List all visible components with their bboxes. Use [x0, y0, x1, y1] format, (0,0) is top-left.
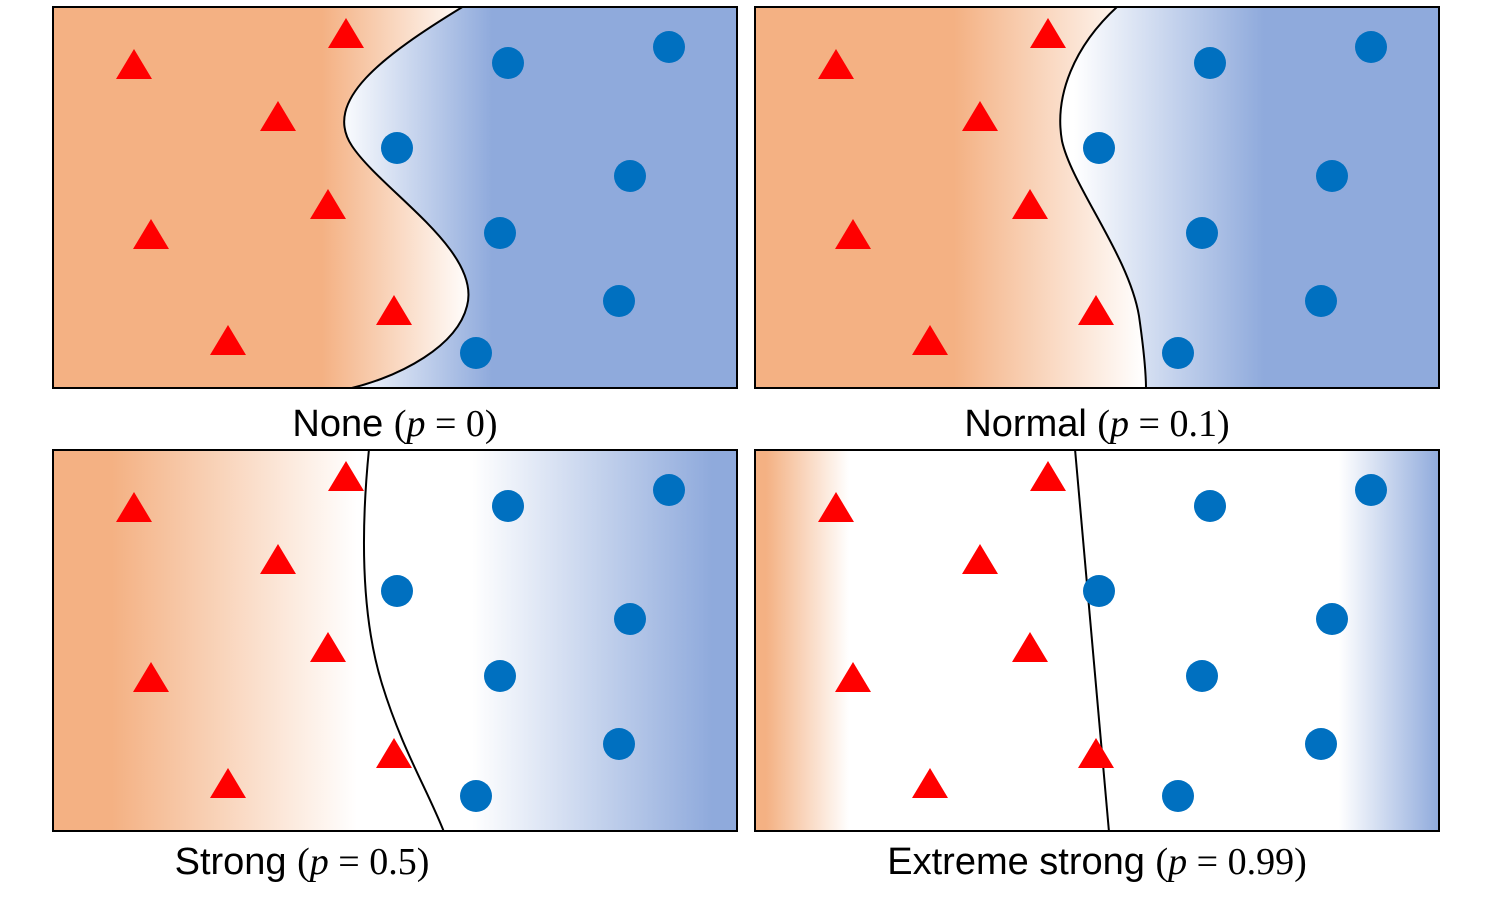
blue-circle-icon	[1355, 474, 1387, 506]
red-triangle-icon	[116, 492, 152, 522]
red-triangle-icon	[210, 768, 246, 798]
region-b	[1060, 6, 1440, 389]
blue-circle-icon	[614, 603, 646, 635]
red-triangle-icon	[1078, 738, 1114, 768]
blue-circle-icon	[1316, 160, 1348, 192]
caption-strong: Strong (p = 0.5)	[174, 841, 430, 883]
red-triangle-icon	[912, 768, 948, 798]
red-triangle-icon	[962, 101, 998, 131]
panel-border	[754, 449, 1440, 832]
p-symbol: p	[406, 403, 426, 445]
red-triangle-icon	[835, 219, 871, 249]
red-triangle-icon	[210, 325, 246, 355]
panel-strong	[52, 449, 738, 832]
blue-circle-icon	[653, 474, 685, 506]
eq-symbol: =	[338, 841, 360, 883]
caption-label: Normal	[964, 403, 1087, 445]
blue-circle-icon	[460, 780, 492, 812]
panel-strong-plot	[52, 449, 738, 832]
blue-circle-icon	[381, 575, 413, 607]
blue-circle-icon	[1316, 603, 1348, 635]
p-value: 0.1	[1169, 403, 1217, 445]
blue-circle-icon	[1162, 337, 1194, 369]
blue-circle-icon	[614, 160, 646, 192]
caption-label: None	[292, 403, 384, 445]
eq-symbol: =	[434, 403, 457, 445]
blue-circle-icon	[484, 660, 516, 692]
red-triangle-icon	[328, 18, 364, 48]
p-value: 0.5	[369, 841, 417, 883]
decision-boundary	[1059, 6, 1147, 389]
red-triangle-icon	[1030, 18, 1066, 48]
red-triangle-icon	[116, 49, 152, 79]
red-triangle-icon	[1030, 461, 1066, 491]
p-value: 0.99	[1227, 841, 1295, 883]
blue-circle-icon	[492, 47, 524, 79]
blue-circle-icon	[1194, 490, 1226, 522]
caption-label: Extreme strong	[887, 841, 1145, 883]
blue-circle-icon	[484, 217, 516, 249]
blue-circle-icon	[653, 31, 685, 63]
red-triangle-icon	[912, 325, 948, 355]
region-b	[1075, 449, 1440, 832]
red-triangle-icon	[1012, 632, 1048, 662]
decision-boundary	[362, 449, 445, 832]
panel-normal-plot	[754, 6, 1440, 389]
blue-circle-icon	[603, 285, 635, 317]
caption-normal: Normal (p = 0.1)	[964, 403, 1230, 445]
panel-border	[52, 6, 738, 389]
red-triangle-icon	[310, 189, 346, 219]
caption-label: Strong	[174, 841, 287, 883]
red-triangle-icon	[260, 101, 296, 131]
decision-boundary	[343, 6, 470, 389]
red-triangle-icon	[818, 49, 854, 79]
red-triangle-icon	[962, 544, 998, 574]
red-triangle-icon	[376, 295, 412, 325]
eq-symbol: =	[1138, 403, 1160, 445]
caption-none: None (p = 0)	[292, 403, 498, 445]
blue-circle-icon	[1186, 660, 1218, 692]
red-triangle-icon	[835, 662, 871, 692]
blue-circle-icon	[1305, 285, 1337, 317]
red-triangle-icon	[818, 492, 854, 522]
red-triangle-icon	[1012, 189, 1048, 219]
red-triangle-icon	[260, 544, 296, 574]
blue-circle-icon	[1186, 217, 1218, 249]
blue-circle-icon	[460, 337, 492, 369]
panel-border	[52, 449, 738, 832]
blue-circle-icon	[1305, 728, 1337, 760]
blue-circle-icon	[1162, 780, 1194, 812]
p-symbol: p	[1110, 403, 1130, 445]
red-triangle-icon	[133, 662, 169, 692]
red-triangle-icon	[310, 632, 346, 662]
panel-border	[754, 6, 1440, 389]
red-triangle-icon	[133, 219, 169, 249]
red-triangle-icon	[376, 738, 412, 768]
p-symbol: p	[309, 841, 329, 883]
eq-symbol: =	[1196, 841, 1219, 883]
decision-boundary	[1074, 449, 1110, 832]
region-b	[344, 6, 738, 389]
p-value: 0	[465, 403, 485, 445]
blue-circle-icon	[492, 490, 524, 522]
blue-circle-icon	[1355, 31, 1387, 63]
p-symbol: p	[1168, 841, 1188, 883]
panel-normal	[754, 6, 1440, 389]
blue-circle-icon	[1083, 575, 1115, 607]
red-triangle-icon	[1078, 295, 1114, 325]
panel-extreme-strong	[754, 449, 1440, 832]
blue-circle-icon	[603, 728, 635, 760]
region-b	[363, 449, 738, 832]
blue-circle-icon	[1083, 132, 1115, 164]
caption-extreme-strong: Extreme strong (p = 0.99)	[887, 841, 1307, 883]
red-triangle-icon	[328, 461, 364, 491]
blue-circle-icon	[1194, 47, 1226, 79]
blue-circle-icon	[381, 132, 413, 164]
panel-none-plot	[52, 6, 738, 389]
panel-none	[52, 6, 738, 389]
panel-extreme-plot	[754, 449, 1440, 832]
